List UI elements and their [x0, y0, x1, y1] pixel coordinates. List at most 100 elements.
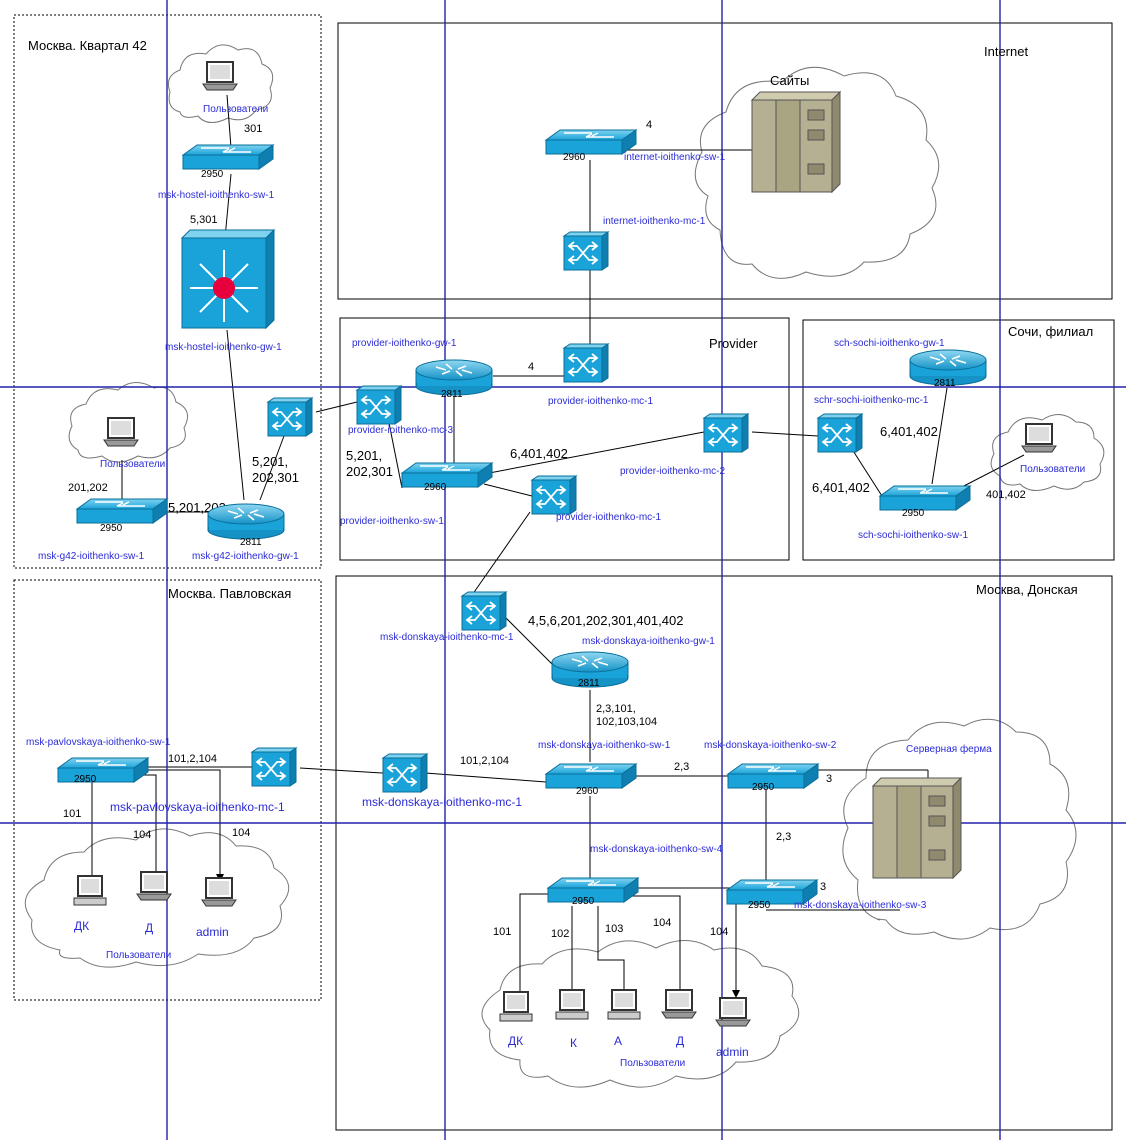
cloud-group [24, 44, 1105, 1088]
vlan-donskaya-trunk: 4,5,6,201,202,301,401,402 [528, 613, 683, 628]
provider-mc2-label: provider-ioithenko-mc-2 [620, 466, 725, 477]
pavlovskaya-mc-label: msk-pavlovskaya-ioithenko-mc-1 [110, 800, 285, 814]
vlan-104-admin-pavlovskaya: 104 [232, 827, 250, 839]
host-dk-pavlovskaya: ДК [74, 919, 89, 933]
host-d-donskaya: Д [676, 1034, 684, 1048]
vlan-g42-users: 201,202 [68, 482, 108, 494]
model-donskaya-sw1: 2960 [576, 786, 599, 797]
host-dk-donskaya: ДК [508, 1034, 523, 1048]
media-converter-icon [817, 413, 863, 453]
zone-provider [339, 317, 790, 561]
provider-mc3-label: provider-ioithenko-mc-3 [348, 425, 453, 436]
switch-icon [545, 763, 637, 789]
model-hostel-sw: 2950 [201, 169, 224, 180]
donskaya-mc1b-label: msk-donskaya-ioithenko-mc-1 [362, 795, 522, 809]
desktop-icon [499, 991, 533, 1022]
media-converter-icon [267, 397, 313, 437]
media-converter-icon [563, 343, 609, 383]
laptop-icon [201, 877, 237, 907]
vlan-103: 103 [605, 923, 623, 935]
vlan-donskaya-sw2-farm: 3 [826, 773, 832, 785]
desktop-icon [555, 989, 589, 1020]
provider-sw-label: provider-ioithenko-sw-1 [340, 516, 444, 527]
provider-mc1b-label: provider-ioithenko-mc-1 [556, 512, 661, 523]
vlan-provider-gw-mc: 4 [528, 361, 534, 373]
model-donskaya-sw3: 2950 [748, 900, 771, 911]
laptop-icon [715, 997, 751, 1027]
server-farm-label: Серверная ферма [906, 743, 992, 755]
sochi-sw-label: sch-sochi-ioithenko-sw-1 [858, 530, 968, 541]
model-provider-sw: 2960 [424, 482, 447, 493]
cloud-sites [694, 66, 940, 279]
sochi-gw-label: sch-sochi-ioithenko-gw-1 [834, 338, 945, 349]
zone-sochi [802, 319, 1115, 561]
vlan-provider-sw-2: 202,301 [346, 464, 393, 479]
media-converter-icon [382, 753, 428, 793]
vlan-pavlovskaya-mc: 101,2,104 [168, 753, 217, 765]
zone-title-internet: Internet [984, 44, 1028, 59]
host-d-pavlovskaya: Д [145, 921, 153, 935]
provider-gw-label: provider-ioithenko-gw-1 [352, 338, 457, 349]
zone-title-sites: Сайты [770, 73, 809, 88]
zone-internet [337, 22, 1113, 300]
vlan-sochi-users: 401,402 [986, 489, 1026, 501]
media-converter-icon [703, 413, 749, 453]
laptop-icon [661, 989, 697, 1019]
donskaya-sw2-label: msk-donskaya-ioithenko-sw-2 [704, 740, 837, 751]
links [91, 94, 1025, 1000]
model-g42-gw: 2811 [240, 537, 262, 548]
pavlovskaya-sw-label: msk-pavlovskaya-ioithenko-sw-1 [26, 737, 171, 748]
model-pavlovskaya-sw: 2950 [74, 774, 97, 785]
sochi-users-label: Пользователи [1020, 464, 1085, 475]
sochi-mc-label: schr-sochi-ioithenko-mc-1 [814, 395, 929, 406]
internet-mc-label: internet-ioithenko-mc-1 [603, 216, 706, 227]
laptop-icon [202, 61, 238, 91]
vlan-internet: 4 [646, 119, 652, 131]
vlan-102: 102 [551, 928, 569, 940]
zone-title-sochi: Сочи, филиал [1008, 324, 1093, 339]
vlan-provider-mc2: 6,401,402 [510, 446, 568, 461]
vlan-hostel-users: 301 [244, 123, 262, 135]
switch-icon [76, 498, 168, 524]
laptop-icon [103, 417, 139, 447]
desktop-icon [607, 989, 641, 1020]
switch-icon [401, 462, 493, 488]
vlan-104-pavlovskaya: 104 [133, 829, 151, 841]
pavlovskaya-users-label: Пользователи [106, 950, 171, 961]
switch-icon [879, 485, 971, 511]
zone-title-provider: Provider [709, 336, 758, 351]
hostel-gw-label: msk-hostel-ioithenko-gw-1 [165, 342, 282, 353]
host-admin-donskaya: admin [716, 1045, 749, 1059]
hostel-users-label: Пользователи [203, 104, 268, 115]
cloud-server-farm [842, 718, 1077, 940]
media-converter-icon [531, 475, 577, 515]
g42-gw-label: msk-g42-ioithenko-gw-1 [192, 551, 299, 562]
model-sochi-gw: 2811 [934, 378, 956, 389]
model-donskaya-sw2: 2950 [752, 782, 775, 793]
cloud-hostel-users [167, 44, 274, 123]
vlan-101: 101 [493, 926, 511, 938]
hostel-sw-label: msk-hostel-ioithenko-sw-1 [158, 190, 275, 201]
media-converter-icon [563, 231, 609, 271]
media-converter-icon [356, 385, 402, 425]
sites-server-icon [751, 91, 841, 193]
internet-sw-label: internet-ioithenko-sw-1 [624, 152, 726, 163]
cloud-donskaya-users [481, 939, 800, 1088]
provider-mc1-label: provider-ioithenko-mc-1 [548, 396, 653, 407]
switch-icon [57, 757, 149, 783]
host-a-donskaya: А [614, 1034, 622, 1048]
cloud-pavlovskaya-users [24, 828, 290, 968]
vlan-g42-uplink-1: 5,201, [252, 454, 288, 469]
donskaya-users-label: Пользователи [620, 1058, 685, 1069]
switch-icon [182, 144, 274, 170]
zone-donskaya [335, 575, 1113, 1131]
cloud-sochi-users [990, 414, 1105, 491]
switch-icon [545, 129, 637, 155]
model-internet-sw: 2960 [563, 152, 586, 163]
vlan-donskaya-gw-sw-2: 102,103,104 [596, 716, 657, 728]
server-farm-icon [872, 777, 962, 879]
donskaya-sw1-label: msk-donskaya-ioithenko-sw-1 [538, 740, 671, 751]
vlan-donskaya-sw3-farm: 3 [820, 881, 826, 893]
zone-title-pavlovskaya: Москва. Павловская [168, 586, 291, 601]
